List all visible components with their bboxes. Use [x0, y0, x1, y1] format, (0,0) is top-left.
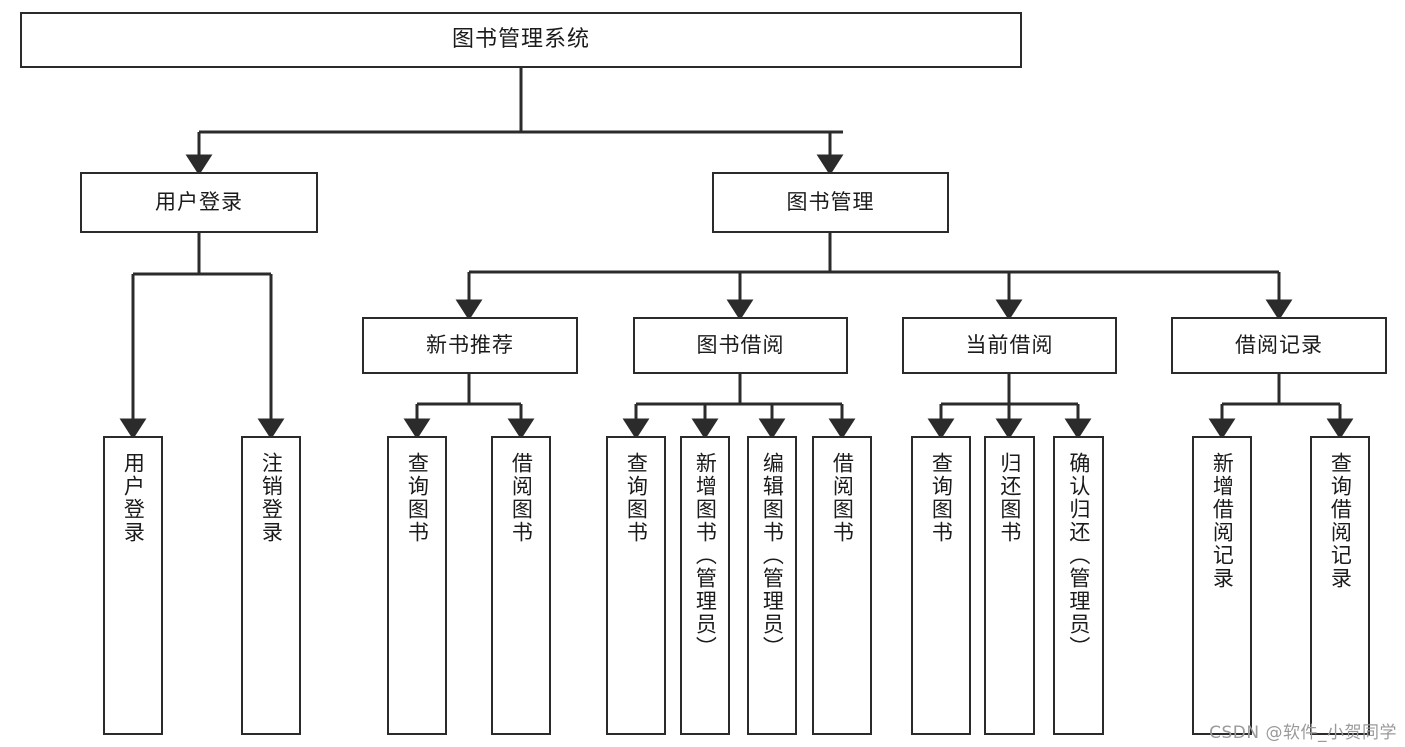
leaf-return-book-label: 归还图书 [997, 452, 1022, 544]
leaf-add-record[interactable]: 新增借阅记录 [1192, 436, 1252, 735]
leaf-return-book[interactable]: 归还图书 [984, 436, 1035, 735]
watermark: CSDN @软件_小贺同学 [1209, 723, 1397, 743]
node-book-borrow-label: 图书借阅 [696, 333, 785, 358]
node-root-label: 图书管理系统 [451, 27, 590, 53]
node-user-login[interactable]: 用户登录 [80, 172, 318, 233]
leaf-edit-book-label: 编辑图书（管理员） [760, 452, 785, 659]
node-current-borrow[interactable]: 当前借阅 [902, 317, 1117, 374]
leaf-query-record[interactable]: 查询借阅记录 [1310, 436, 1370, 735]
leaf-user-login-label: 用户登录 [121, 452, 146, 544]
leaf-query-book-3-label: 查询图书 [929, 452, 954, 544]
node-book-borrow[interactable]: 图书借阅 [633, 317, 848, 374]
leaf-borrow-book-2-label: 借阅图书 [830, 452, 855, 544]
leaf-query-record-label: 查询借阅记录 [1328, 452, 1353, 590]
leaf-confirm-return[interactable]: 确认归还（管理员） [1053, 436, 1104, 735]
leaf-query-book-3[interactable]: 查询图书 [911, 436, 971, 735]
leaf-confirm-return-label: 确认归还（管理员） [1066, 452, 1091, 659]
leaf-borrow-book-1-label: 借阅图书 [509, 452, 534, 544]
node-book-manage-label: 图书管理 [786, 190, 875, 215]
leaf-edit-book[interactable]: 编辑图书（管理员） [747, 436, 797, 735]
leaf-borrow-book-2[interactable]: 借阅图书 [812, 436, 872, 735]
leaf-borrow-book-1[interactable]: 借阅图书 [491, 436, 551, 735]
leaf-add-record-label: 新增借阅记录 [1210, 452, 1235, 590]
node-current-borrow-label: 当前借阅 [965, 333, 1054, 358]
node-borrow-record-label: 借阅记录 [1235, 333, 1323, 358]
leaf-query-book-2[interactable]: 查询图书 [606, 436, 666, 735]
node-new-book-recommend[interactable]: 新书推荐 [362, 317, 578, 374]
leaf-logout-login[interactable]: 注销登录 [241, 436, 301, 735]
node-new-book-recommend-label: 新书推荐 [426, 333, 514, 358]
node-root[interactable]: 图书管理系统 [20, 12, 1022, 68]
node-book-manage[interactable]: 图书管理 [712, 172, 949, 233]
node-borrow-record[interactable]: 借阅记录 [1171, 317, 1387, 374]
leaf-add-book[interactable]: 新增图书（管理员） [680, 436, 730, 735]
leaf-logout-login-label: 注销登录 [259, 452, 284, 544]
node-user-login-label: 用户登录 [155, 190, 243, 215]
leaf-query-book-1[interactable]: 查询图书 [387, 436, 447, 735]
leaf-query-book-2-label: 查询图书 [624, 452, 649, 544]
leaf-add-book-label: 新增图书（管理员） [693, 452, 718, 659]
leaf-query-book-1-label: 查询图书 [405, 452, 430, 544]
leaf-user-login[interactable]: 用户登录 [103, 436, 163, 735]
